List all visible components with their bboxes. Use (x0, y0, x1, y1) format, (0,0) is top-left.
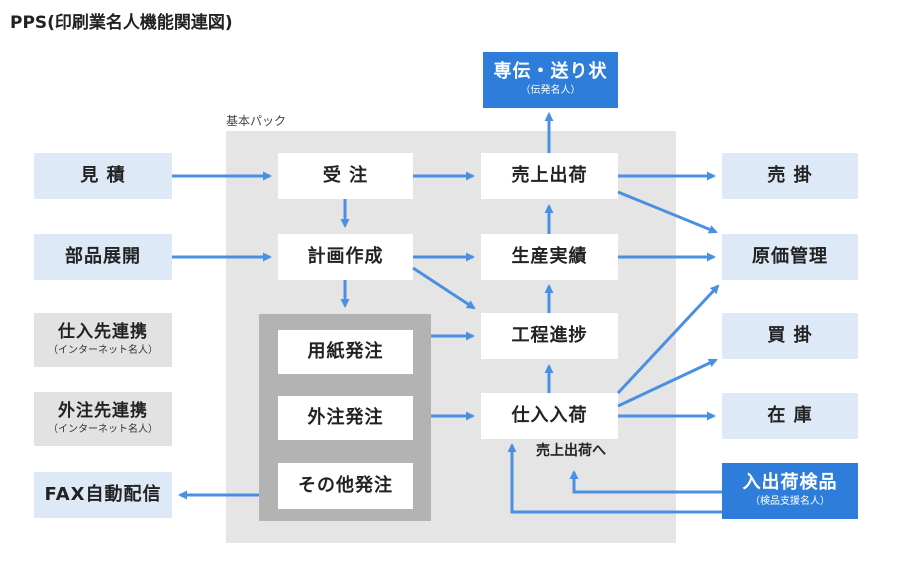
node-other-order[interactable]: その他発注 (278, 463, 413, 509)
node-inventory-label: 在 庫 (767, 405, 813, 426)
node-outsource-order-label: 外注発注 (307, 407, 384, 428)
node-fax-auto-label: FAX自動配信 (44, 484, 162, 505)
node-outsource-order[interactable]: 外注発注 (278, 396, 413, 440)
basic-pack-label: 基本パック (226, 114, 287, 128)
arrow-inspection-to-receiving (507, 443, 722, 514)
node-slip-invoice-sub: （伝発名人） (520, 85, 581, 96)
arrow-planning-to-progress (412, 266, 476, 310)
node-cost-management[interactable]: 原価管理 (722, 234, 858, 280)
node-subcontractor-link-sub: （インターネット名人） (48, 424, 158, 435)
node-order-receipt[interactable]: 受 注 (278, 153, 413, 199)
node-payables[interactable]: 買 掛 (722, 313, 858, 359)
node-production-results[interactable]: 生産実績 (481, 234, 618, 280)
node-process-progress[interactable]: 工程進捗 (481, 313, 618, 359)
node-production-results-label: 生産実績 (511, 246, 588, 267)
node-shipping-inspection-label: 入出荷検品 (742, 472, 838, 493)
node-estimate[interactable]: 見 積 (34, 153, 172, 199)
node-process-progress-label: 工程進捗 (511, 325, 588, 346)
node-order-receipt-label: 受 注 (322, 165, 369, 186)
node-shipping-inspection[interactable]: 入出荷検品 （検品支援名人） (722, 463, 858, 519)
node-supplier-link[interactable]: 仕入先連携 （インターネット名人） (34, 313, 172, 367)
node-purchase-receiving[interactable]: 仕入入荷 (481, 393, 618, 439)
node-paper-order-label: 用紙発注 (307, 341, 384, 362)
node-sales-shipping[interactable]: 売上出荷 (481, 153, 618, 199)
arrow-sales-to-cost (617, 190, 718, 234)
node-slip-invoice-label: 専伝・送り状 (493, 61, 608, 82)
node-subcontractor-link-label: 外注先連携 (58, 401, 148, 421)
node-inventory[interactable]: 在 庫 (722, 393, 858, 439)
node-purchase-receiving-label: 仕入入荷 (511, 405, 588, 426)
node-shipping-inspection-sub: （検品支援名人） (750, 496, 830, 507)
node-slip-invoice[interactable]: 専伝・送り状 （伝発名人） (483, 52, 618, 108)
node-planning[interactable]: 計画作成 (278, 234, 413, 280)
node-fax-auto[interactable]: FAX自動配信 (34, 472, 172, 518)
node-receivables[interactable]: 売 掛 (722, 153, 858, 199)
node-estimate-label: 見 積 (80, 165, 126, 186)
node-parts-expansion-label: 部品展開 (65, 246, 141, 267)
node-paper-order[interactable]: 用紙発注 (278, 330, 413, 374)
arrow-receiving-to-cost (616, 284, 720, 395)
node-supplier-link-sub: （インターネット名人） (48, 345, 158, 356)
node-supplier-link-label: 仕入先連携 (58, 322, 148, 342)
node-cost-management-label: 原価管理 (752, 246, 828, 267)
node-parts-expansion[interactable]: 部品展開 (34, 234, 172, 280)
arrow-receiving-to-payables (617, 358, 718, 408)
node-payables-label: 買 掛 (767, 325, 813, 346)
arrow-inspection-to-sales (569, 470, 722, 494)
node-sales-shipping-label: 売上出荷 (511, 165, 588, 186)
node-other-order-label: その他発注 (298, 475, 393, 496)
node-subcontractor-link[interactable]: 外注先連携 （インターネット名人） (34, 392, 172, 446)
page-title: PPS(印刷業名人機能関連図) (10, 13, 233, 33)
to-sales-shipping-label: 売上出荷へ (536, 443, 606, 459)
node-planning-label: 計画作成 (307, 246, 384, 267)
node-receivables-label: 売 掛 (767, 165, 813, 186)
